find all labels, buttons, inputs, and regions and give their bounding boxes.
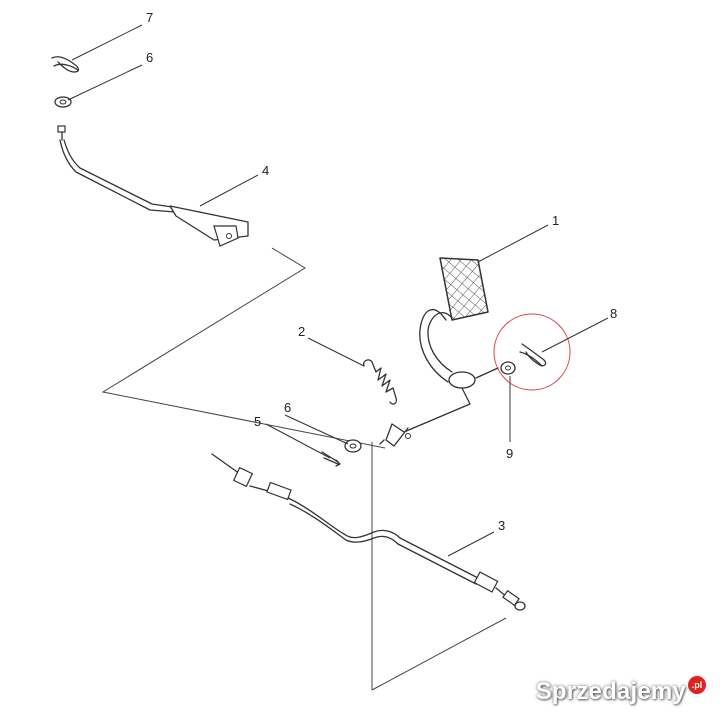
callout-9: 9 (506, 446, 513, 461)
part-6-washer-lower (344, 439, 362, 453)
part-9-washer (500, 361, 516, 375)
part-1-pedal (379, 257, 499, 447)
watermark-text: Sprzedajemy (535, 678, 686, 705)
part-8-hairpin-clip (519, 343, 547, 367)
callout-4: 4 (262, 163, 269, 178)
part-3-cable (211, 453, 526, 611)
callout-6a: 6 (146, 50, 153, 65)
part-5-cotter-pin (321, 451, 341, 467)
part-6-washer-upper (54, 96, 72, 108)
callout-3: 3 (498, 518, 505, 533)
watermark-badge: .pl (688, 676, 706, 694)
callout-8: 8 (610, 306, 617, 321)
highlight-circle (493, 313, 571, 391)
watermark-logo: Sprzedajemy .pl (535, 676, 706, 706)
part-4-rod-bracket (57, 125, 249, 247)
callout-1: 1 (552, 213, 559, 228)
callout-2: 2 (298, 324, 305, 339)
callout-labels: 7 6 4 1 2 8 6 5 9 3 (146, 10, 617, 533)
callout-6b: 6 (284, 400, 291, 415)
callout-7: 7 (146, 10, 153, 25)
explosion-boundary-lines (101, 247, 507, 691)
leader-lines (67, 24, 609, 557)
part-7-hairpin-clip (51, 56, 80, 73)
watermark-badge-text: .pl (691, 680, 703, 690)
callout-5: 5 (254, 414, 261, 429)
part-2-spring (363, 359, 398, 405)
